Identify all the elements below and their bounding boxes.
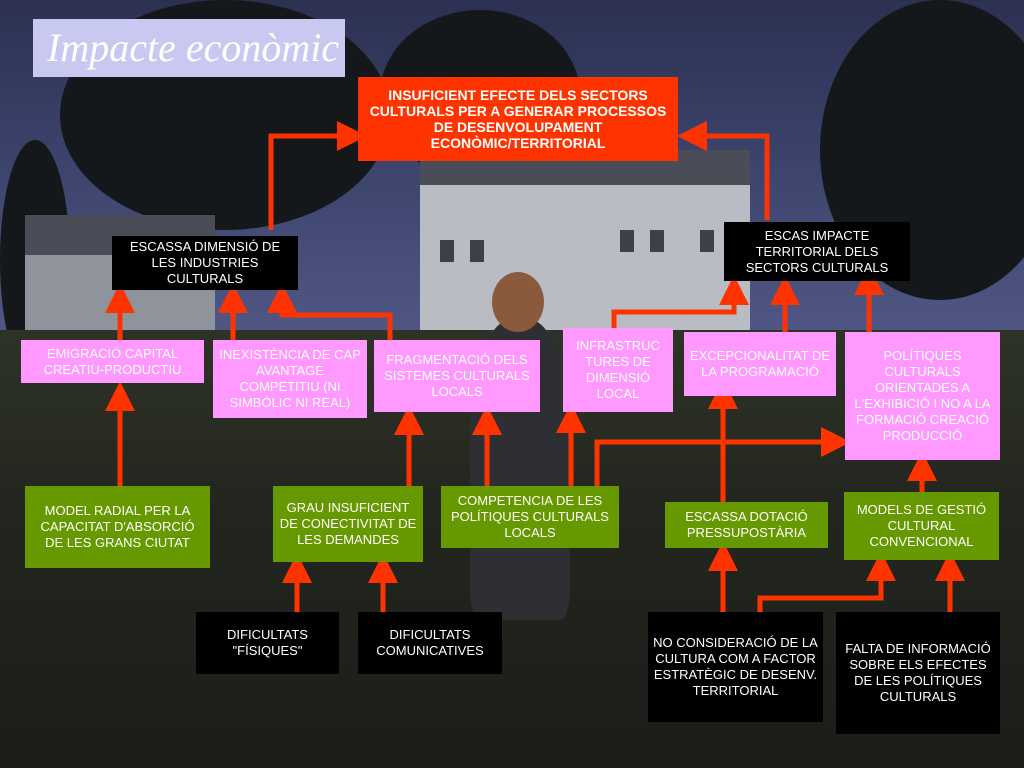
falta-informacio-box: FALTA DE INFORMACIÓ SOBRE ELS EFECTES DE… xyxy=(836,612,1000,734)
window xyxy=(620,230,634,252)
escassa-dotacio-box: ESCASSA DOTACIÓ PRESSUPOSTÀRIA xyxy=(665,502,828,548)
model-radial-box: MODEL RADIAL PER LA CAPACITAT D'ABSORCIÓ… xyxy=(25,486,210,568)
page-title: Impacte econòmic xyxy=(33,19,345,77)
infrastructures-box: INFRASTRUC TURES DE DIMENSIÓ LOCAL xyxy=(563,328,673,412)
arrow-dimensio-to-goal xyxy=(268,121,367,230)
escas-impacte-box: ESCAS IMPACTE TERRITORIAL DELS SECTORS C… xyxy=(724,222,910,281)
goal-box: INSUFICIENT EFECTE DELS SECTORS CULTURAL… xyxy=(358,77,678,161)
window xyxy=(650,230,664,252)
arrow-fragmentacio-to-dimensio xyxy=(267,283,393,340)
dificultats-fisiques-box: DIFICULTATS "FÍSIQUES" xyxy=(196,612,339,674)
competencia-box: COMPETENCIA DE LES POLÍTIQUES CULTURALS … xyxy=(441,486,619,548)
window xyxy=(700,230,714,252)
fragmentacio-box: FRAGMENTACIÓ DELS SISTEMES CULTURALS LOC… xyxy=(374,340,540,412)
arrow-impacte-to-goal xyxy=(677,121,770,220)
emigracio-box: EMIGRACIÓ CAPITAL CREATIU-PRODUCTIU xyxy=(21,340,204,383)
excepcionalitat-box: EXCEPCIONALITAT DE LA PROGRAMACIÓ xyxy=(684,332,836,396)
no-consideracio-box: NO CONSIDERACIÓ DE LA CULTURA COM A FACT… xyxy=(648,612,823,722)
grau-box: GRAU INSUFICIENT DE CONECTIVITAT DE LES … xyxy=(273,486,423,562)
escassa-dimensio-box: ESCASSA DIMENSIÓ DE LES INDUSTRIES CULTU… xyxy=(112,236,298,290)
window xyxy=(440,240,454,262)
arrow-comp-to-politiques xyxy=(594,427,851,486)
child-face xyxy=(492,272,544,332)
inexistencia-box: INEXISTÈNCIA DE CAP AVANTAGE COMPETITIU … xyxy=(213,340,367,418)
arrow-noconsid-to-models xyxy=(757,551,896,612)
models-gestio-box: MODELS DE GESTIÓ CULTURAL CONVENCIONAL xyxy=(844,492,999,560)
dificultats-comunicatives-box: DIFICULTATS COMUNICATIVES xyxy=(358,612,502,674)
politiques-box: POLÍTIQUES CULTURALS ORIENTADES A L'EXHI… xyxy=(845,332,1000,460)
window xyxy=(470,240,484,262)
house-main xyxy=(420,180,750,350)
arrow-infra-to-impacte xyxy=(611,275,749,328)
